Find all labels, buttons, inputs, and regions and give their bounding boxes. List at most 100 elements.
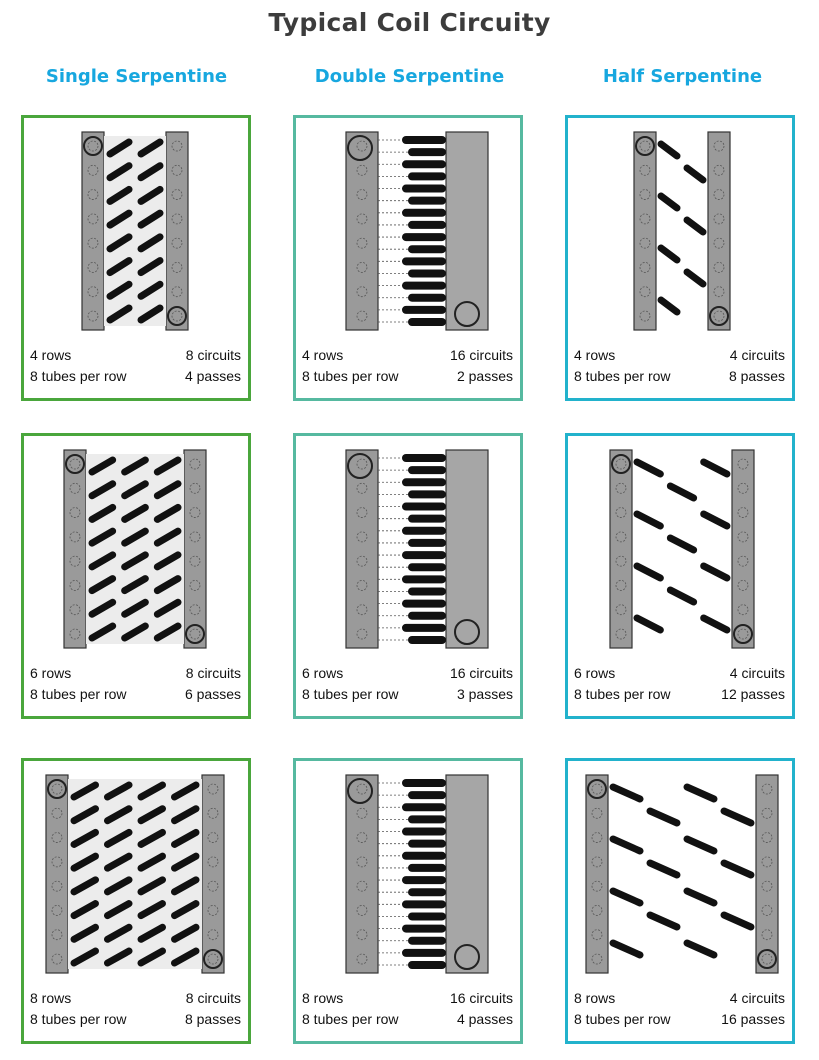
tube-segment <box>683 835 718 855</box>
tube-segment <box>121 480 149 500</box>
tube-segment <box>171 876 200 896</box>
header-port <box>87 286 99 298</box>
inlet-header <box>345 774 379 974</box>
header-port <box>171 140 183 152</box>
outlet-header <box>183 449 207 649</box>
tubes-per-row-label: 8 tubes per row <box>30 1011 127 1027</box>
tubes-per-row-label: 8 tubes per row <box>574 368 671 384</box>
tube-segment <box>137 138 164 158</box>
tube-segment <box>137 828 166 848</box>
header-port <box>591 929 603 941</box>
passes-label: 8 passes <box>728 368 785 384</box>
header-port <box>207 953 219 965</box>
nozzle-circle <box>83 136 103 156</box>
tube-segment <box>633 510 664 530</box>
nozzle-circle <box>757 949 777 969</box>
tube-segment <box>106 233 133 253</box>
tube-segment <box>88 575 117 595</box>
tube-segment <box>106 162 133 182</box>
header-port <box>51 929 63 941</box>
header-port <box>69 628 81 640</box>
tube-segment <box>70 781 99 801</box>
rows-label: 4 rows <box>30 347 72 363</box>
page-title: Typical Coil Circuity <box>268 8 551 37</box>
circuits-label: 4 circuits <box>729 347 785 363</box>
nozzle-circle <box>203 949 223 969</box>
tube-segment <box>666 534 698 554</box>
header-port <box>87 310 99 322</box>
tube-segment <box>720 807 755 827</box>
passes-label: 12 passes <box>721 686 785 702</box>
header-port <box>69 580 81 591</box>
coil-panel-half-4-rows: 4 rows 8 tubes per row 4 circuits 8 pass… <box>565 115 795 401</box>
header-port <box>356 555 368 567</box>
inlet-header <box>81 131 105 331</box>
tube-segment <box>106 138 133 158</box>
coil-circuit-diagram <box>345 774 489 974</box>
tube-segment <box>683 939 718 959</box>
rows-label: 8 rows <box>302 990 344 1006</box>
header-port <box>189 604 201 616</box>
header-port <box>171 213 183 225</box>
passes-label: 4 passes <box>184 368 241 384</box>
tube-segment <box>137 923 166 943</box>
header-port <box>356 880 368 892</box>
header-port <box>737 604 749 616</box>
tube-segment <box>153 551 182 571</box>
header-port <box>356 628 368 640</box>
tube-segment <box>121 598 149 618</box>
tube-segment <box>171 852 200 872</box>
coil-fin-area <box>86 454 184 644</box>
passes-label: 16 passes <box>721 1011 785 1027</box>
tube-segment <box>153 527 182 547</box>
tube-segment <box>153 503 182 523</box>
header-port <box>737 580 749 591</box>
tube-segment <box>121 575 149 595</box>
header-port <box>761 953 773 965</box>
header-port <box>51 783 63 795</box>
tube-segment <box>633 562 664 582</box>
outlet-header <box>707 131 731 331</box>
header-port <box>639 140 651 152</box>
tube-segment <box>171 900 200 920</box>
nozzle-circle <box>347 453 373 479</box>
header-port <box>189 628 201 640</box>
tube-segment <box>646 911 681 931</box>
tube-segment <box>609 783 644 803</box>
circuits-label: 16 circuits <box>449 990 513 1006</box>
header-port <box>639 237 651 249</box>
header-port <box>356 189 368 200</box>
header-port <box>761 783 773 795</box>
tube-segment <box>171 828 200 848</box>
tube-segment <box>104 852 133 872</box>
rows-label: 6 rows <box>30 665 72 681</box>
nozzle-circle <box>167 306 187 326</box>
tube-segment <box>171 947 200 967</box>
tube-segment <box>137 781 166 801</box>
tube-segment <box>70 947 99 967</box>
outlet-header <box>731 449 755 649</box>
tube-segment <box>70 923 99 943</box>
header-port <box>51 880 63 892</box>
header-port <box>171 237 183 249</box>
tube-segment <box>137 876 166 896</box>
tube-segment <box>137 900 166 920</box>
column-heading-single-serpentine: Single Serpentine <box>45 66 228 87</box>
outlet-header <box>755 774 779 974</box>
tube-segment <box>106 209 133 229</box>
tube-segment <box>137 304 164 324</box>
coil-fin-area <box>68 779 202 969</box>
header-port <box>639 310 651 322</box>
tube-segment <box>137 185 164 205</box>
nozzle-circle <box>611 454 631 474</box>
tube-segment <box>137 852 166 872</box>
header-port <box>356 580 368 591</box>
header-port <box>356 262 368 273</box>
coil-panel-half-6-rows: 6 rows 8 tubes per row 4 circuits 12 pas… <box>565 433 795 719</box>
nozzle-circle <box>635 136 655 156</box>
tube-segment <box>700 614 731 634</box>
header-port <box>171 286 183 298</box>
tube-segment <box>609 887 644 907</box>
outlet-header <box>445 774 489 974</box>
header-port <box>639 213 651 225</box>
